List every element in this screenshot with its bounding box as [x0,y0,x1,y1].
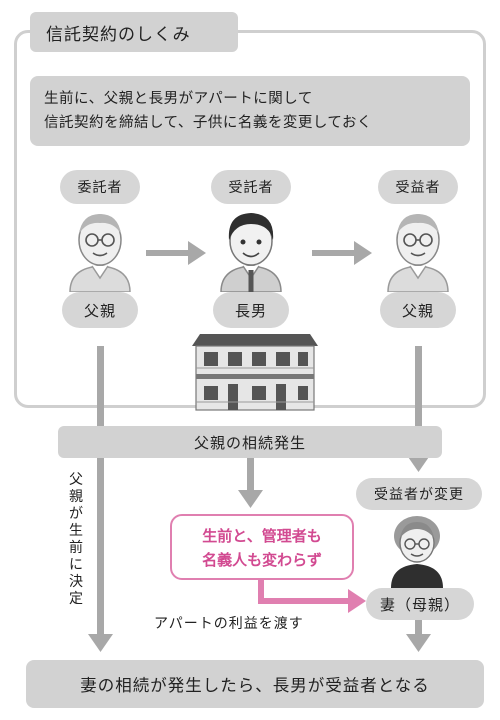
young-man-icon [220,213,282,292]
highlight-line-1: 生前と、管理者も [202,527,322,545]
role-beneficiary-label: 受益者 [378,170,458,204]
vertical-note-char: 父 [69,472,83,488]
vertical-note: 父 親 が 生 前 に 決 定 [66,472,86,608]
father-inheritance-bar: 父親の相続発生 [58,426,442,458]
trustee-name-label: 長男 [213,292,289,328]
elderly-man-icon [69,214,131,292]
apartment-building-icon [192,334,318,411]
arrow-father-to-final [88,346,113,652]
vertical-note-char: が [69,506,83,522]
role-trustee-label: 受託者 [211,170,291,204]
vertical-note-char: 親 [69,489,83,505]
arrow-wife-to-final [406,618,431,652]
elderly-woman-icon [391,516,443,588]
highlight-line-2: 名義人も変わらず [202,551,322,569]
benefit-label: アパートの利益を渡す [154,616,304,632]
summary-line-2: 信託契約を締結して、子供に名義を変更しておく [44,115,372,131]
beneficiary-name-label: 父親 [380,292,456,328]
wife-name-label: 妻（母親） [366,588,474,620]
summary-line-1: 生前に、父親と長男がアパートに関して [44,91,313,107]
arrow-inheritance-to-highlight [238,456,263,508]
beneficiary-change-label: 受益者が変更 [356,478,482,510]
summary-panel: 生前に、父親と長男がアパートに関して 信託契約を締結して、子供に名義を変更してお… [30,76,470,146]
role-settlor-label: 委託者 [60,170,140,204]
vertical-note-char: 前 [69,540,83,556]
final-outcome-bar: 妻の相続が発生したら、長男が受益者となる [26,660,484,708]
arrow-beneficiary-to-change [406,346,431,472]
vertical-note-char: 決 [69,574,83,590]
diagram-title: 信託契約のしくみ [30,12,238,52]
elderly-man-icon [387,214,449,292]
settlor-name-label: 父親 [62,292,138,328]
arrow-benefit-to-wife [258,580,366,613]
vertical-note-char: に [69,557,83,573]
vertical-note-char: 生 [69,523,83,539]
arrow-trustee-to-beneficiary [312,241,372,265]
highlight-box: 生前と、管理者も 名義人も変わらず [170,514,354,580]
vertical-note-char: 定 [69,591,83,607]
arrow-settlor-to-trustee [146,241,206,265]
